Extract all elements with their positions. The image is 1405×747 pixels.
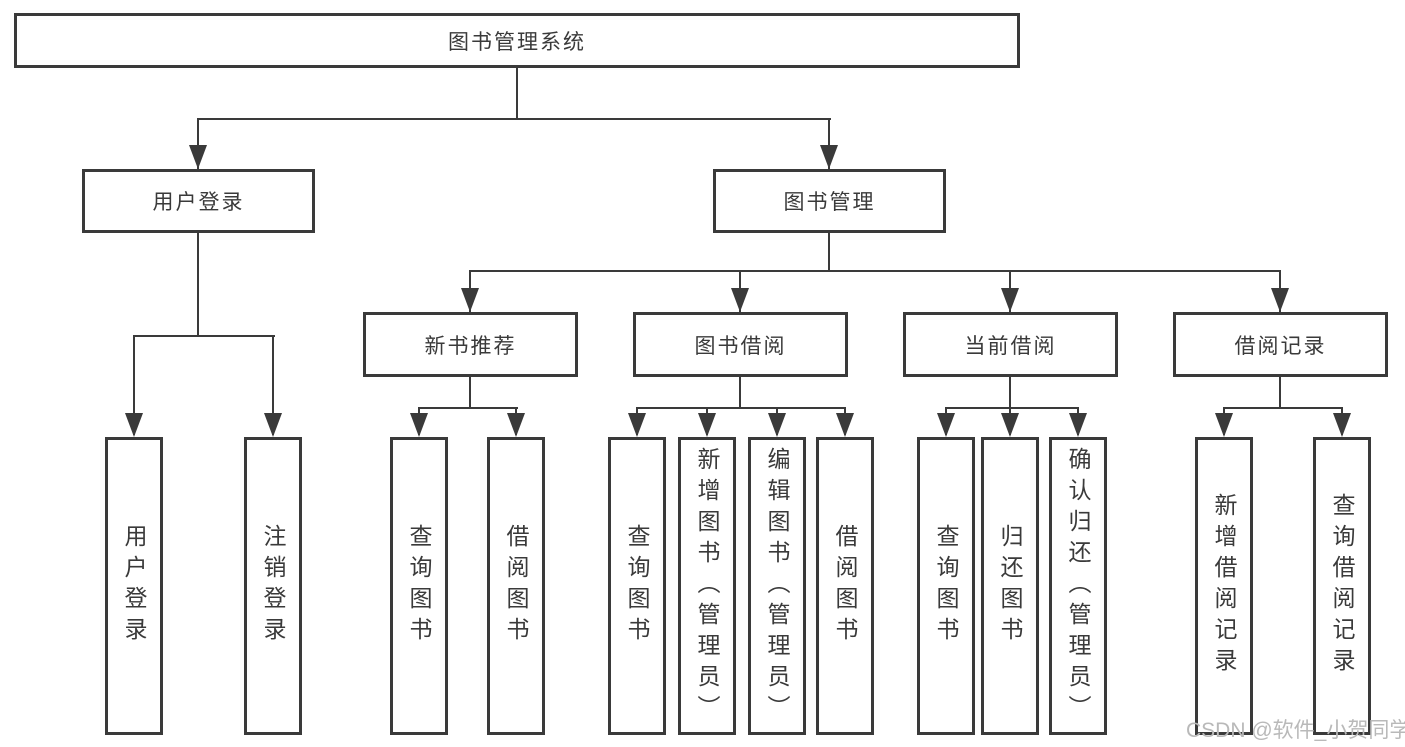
leaf-query-books-3: 查询图书 xyxy=(917,437,975,735)
arrow-down-icon xyxy=(768,413,786,437)
arrow-down-icon xyxy=(125,413,143,437)
connector-line xyxy=(516,66,518,120)
node-book-mgmt: 图书管理 xyxy=(713,169,946,233)
arrow-down-icon xyxy=(836,413,854,437)
arrow-down-icon xyxy=(461,288,479,312)
node-borrow-records: 借阅记录 xyxy=(1173,312,1388,377)
connector-line xyxy=(739,375,741,409)
arrow-down-icon xyxy=(1001,413,1019,437)
connector-line xyxy=(133,335,275,337)
arrow-down-icon xyxy=(1271,288,1289,312)
arrow-down-icon xyxy=(264,413,282,437)
connector-line xyxy=(1279,375,1281,409)
node-root: 图书管理系统 xyxy=(14,13,1020,68)
arrow-down-icon xyxy=(507,413,525,437)
connector-line xyxy=(272,335,274,435)
connector-line xyxy=(197,231,199,337)
leaf-borrow-books-2: 借阅图书 xyxy=(816,437,874,735)
arrow-down-icon xyxy=(1001,288,1019,312)
leaf-logout: 注销登录 xyxy=(244,437,302,735)
leaf-query-books-2: 查询图书 xyxy=(608,437,666,735)
watermark: CSDN @软件_小贺同学 xyxy=(1186,719,1405,742)
connector-line xyxy=(197,118,831,120)
connector-line xyxy=(828,231,830,272)
leaf-query-borrow-record: 查询借阅记录 xyxy=(1313,437,1371,735)
arrow-down-icon xyxy=(698,413,716,437)
arrow-down-icon xyxy=(628,413,646,437)
arrow-down-icon xyxy=(410,413,428,437)
connector-line xyxy=(636,407,846,409)
connector-line xyxy=(469,375,471,409)
connector-line xyxy=(418,407,518,409)
leaf-user-login: 用户登录 xyxy=(105,437,163,735)
connector-line xyxy=(945,407,1079,409)
leaf-borrow-books: 借阅图书 xyxy=(487,437,545,735)
leaf-query-books: 查询图书 xyxy=(390,437,448,735)
connector-line xyxy=(1009,375,1011,409)
node-user-login: 用户登录 xyxy=(82,169,315,233)
leaf-add-borrow-record: 新增借阅记录 xyxy=(1195,437,1253,735)
connector-line xyxy=(1223,407,1343,409)
leaf-add-books-admin: 新增图书（管理员） xyxy=(678,437,736,735)
connector-line xyxy=(469,270,1281,272)
arrow-down-icon xyxy=(189,145,207,169)
node-book-borrow: 图书借阅 xyxy=(633,312,848,377)
node-current-borrow: 当前借阅 xyxy=(903,312,1118,377)
node-new-books: 新书推荐 xyxy=(363,312,578,377)
arrow-down-icon xyxy=(1215,413,1233,437)
connector-line xyxy=(133,335,135,435)
arrow-down-icon xyxy=(1333,413,1351,437)
leaf-edit-books-admin: 编辑图书（管理员） xyxy=(748,437,806,735)
leaf-confirm-return-admin: 确认归还（管理员） xyxy=(1049,437,1107,735)
connector-line xyxy=(197,118,199,169)
leaf-return-books: 归还图书 xyxy=(981,437,1039,735)
arrow-down-icon xyxy=(937,413,955,437)
arrow-down-icon xyxy=(731,288,749,312)
arrow-down-icon xyxy=(1069,413,1087,437)
connector-line xyxy=(828,118,830,169)
arrow-down-icon xyxy=(820,145,838,169)
